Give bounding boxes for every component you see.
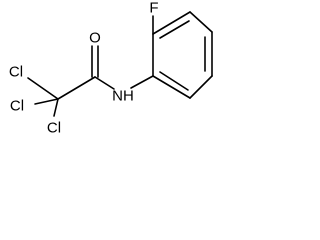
ring-double-bond-bottom <box>159 71 189 91</box>
carbon-chlorine-bond-1 <box>27 77 59 100</box>
nitrogen-label: NH <box>112 88 134 105</box>
chlorine-label-2: Cl <box>10 98 24 115</box>
ring-nitrogen-bond <box>130 75 154 89</box>
ring-double-bond-top <box>159 20 190 39</box>
molecule-structure: F O NH Cl Cl Cl <box>9 0 213 137</box>
chlorine-label-1: Cl <box>9 64 23 81</box>
carbon-chlorine-bond-2 <box>34 98 59 105</box>
ring-bond-top-right <box>189 11 213 33</box>
ring-bond-bottom-left <box>152 75 191 99</box>
fluorine-label: F <box>149 0 158 17</box>
carbonyl-trichloromethyl-bond <box>57 76 96 100</box>
oxygen-label: O <box>89 30 101 47</box>
carbon-chlorine-bond-3 <box>53 98 59 117</box>
ring-bond-bottom-right <box>189 75 213 99</box>
ring-bond-top <box>152 11 191 35</box>
nitrogen-carbonyl-bond <box>94 76 115 90</box>
chlorine-label-3: Cl <box>47 120 61 137</box>
